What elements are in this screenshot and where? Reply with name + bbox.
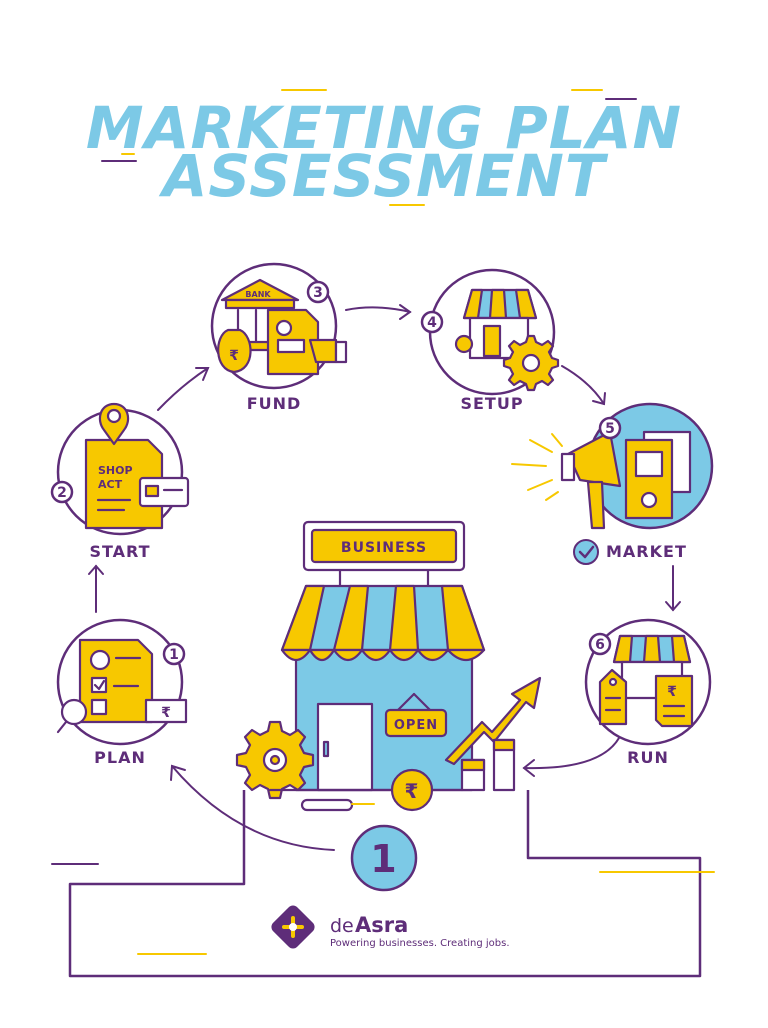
open-sign-text: OPEN xyxy=(394,718,438,733)
market-label: MARKET xyxy=(606,542,687,561)
setup-number: 4 xyxy=(427,315,437,331)
start-label: START xyxy=(89,542,150,561)
step-plan: ₹ 1 PLAN xyxy=(56,618,188,767)
brand-name-main: Asra xyxy=(355,913,408,937)
brand-tagline: Powering businesses. Creating jobs. xyxy=(330,938,510,949)
run-number: 6 xyxy=(595,637,605,653)
brand-logo: de Asra Powering businesses. Creating jo… xyxy=(271,905,510,949)
sound-rays xyxy=(511,433,563,501)
step-fund: BANK ₹ 3 FUND xyxy=(210,262,348,413)
business-sign-text: BUSINESS xyxy=(341,540,427,556)
plan-number: 1 xyxy=(169,647,179,663)
podium-badge xyxy=(350,824,418,892)
shop-act-line-2: ACT xyxy=(98,478,123,491)
start-number: 2 xyxy=(57,485,67,501)
svg-text:₹: ₹ xyxy=(229,348,239,364)
document-icon xyxy=(78,638,154,724)
fund-number: 3 xyxy=(313,285,323,301)
check-icon xyxy=(573,539,599,565)
svg-text:₹: ₹ xyxy=(405,779,420,803)
step-run: ₹ 6 RUN xyxy=(584,618,712,767)
run-label: RUN xyxy=(627,748,669,767)
cycle-arrows xyxy=(88,304,681,851)
money-bag-icon xyxy=(217,328,252,374)
market-number: 5 xyxy=(605,421,615,437)
open-sign xyxy=(384,708,448,738)
shop-act-line-1: SHOP xyxy=(98,464,133,477)
title-line-1: MARKETING PLAN xyxy=(86,94,682,162)
svg-text:BANK: BANK xyxy=(245,290,271,299)
central-shop: BUSINESS OPEN ₹ xyxy=(235,520,542,812)
svg-text:₹: ₹ xyxy=(161,705,171,721)
brand-name-prefix: de xyxy=(330,915,354,937)
receipt-icon xyxy=(654,674,694,728)
setup-label: SETUP xyxy=(460,394,523,413)
step-market: 5 MARKET xyxy=(511,402,714,565)
location-pin-icon xyxy=(98,402,130,446)
magnifier-icon xyxy=(60,698,88,726)
title-line-2: ASSESSMENT xyxy=(159,142,609,210)
step-start: SHOP ACT 2 START xyxy=(50,402,190,561)
megaphone-icon xyxy=(566,430,622,488)
svg-text:₹: ₹ xyxy=(667,684,677,700)
fund-label: FUND xyxy=(247,394,302,413)
podium-number: 1 xyxy=(370,837,397,881)
cash-icon xyxy=(144,698,188,724)
title-decorations xyxy=(101,89,637,206)
step-setup: 4 SETUP xyxy=(420,268,560,413)
podium: 1 xyxy=(51,788,715,978)
growth-arrow-icon xyxy=(444,676,542,766)
plan-label: PLAN xyxy=(94,748,146,767)
